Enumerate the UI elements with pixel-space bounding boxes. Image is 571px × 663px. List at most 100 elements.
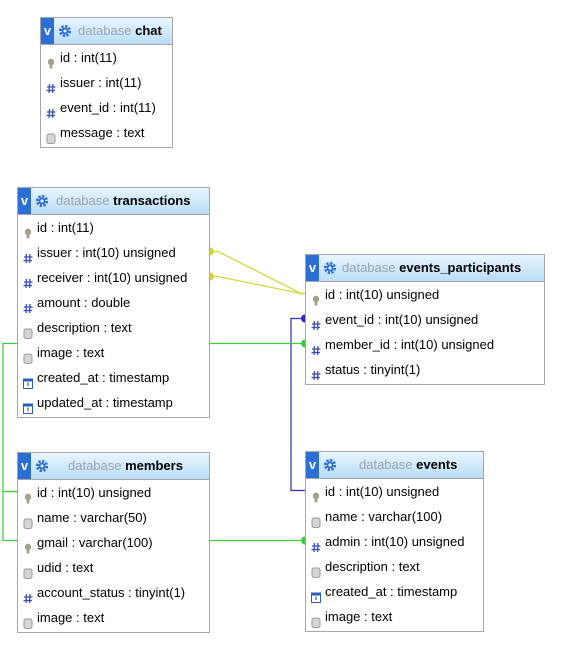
table-title: database events xyxy=(359,452,457,478)
table-transactions[interactable]: v database transactions id : int(11) issuer… xyxy=(17,187,210,418)
table-events[interactable]: v database events id : int(10) unsigned nam… xyxy=(305,451,484,632)
collapse-toggle-button[interactable]: v xyxy=(306,255,319,281)
text-icon xyxy=(23,562,33,579)
collapse-toggle-button[interactable]: v xyxy=(18,453,31,479)
hash-icon xyxy=(311,364,321,381)
field-label: description : text xyxy=(325,559,420,574)
hash-icon xyxy=(311,339,321,356)
field-label: id : int(11) xyxy=(37,220,94,235)
database-prefix: database xyxy=(342,260,396,275)
hash-icon xyxy=(23,247,33,264)
field-label: admin : int(10) unsigned xyxy=(325,534,465,549)
field-row[interactable]: message : text xyxy=(41,120,172,145)
text-icon xyxy=(46,127,56,144)
field-row[interactable]: name : varchar(100) xyxy=(306,504,483,529)
text-icon xyxy=(311,611,321,628)
field-row[interactable]: created_at : timestamp xyxy=(306,579,483,604)
field-label: issuer : int(11) xyxy=(60,75,142,90)
field-row[interactable]: event_id : int(10) unsigned xyxy=(306,307,544,332)
field-row[interactable]: issuer : int(10) unsigned xyxy=(18,240,209,265)
field-row[interactable]: status : tinyint(1) xyxy=(306,357,544,382)
text-icon xyxy=(23,347,33,364)
field-label: name : varchar(100) xyxy=(325,509,443,524)
field-row[interactable]: receiver : int(10) unsigned xyxy=(18,265,209,290)
field-row[interactable]: event_id : int(11) xyxy=(41,95,172,120)
field-label: event_id : int(10) unsigned xyxy=(325,312,479,327)
clock-icon xyxy=(23,397,33,414)
field-row[interactable]: id : int(10) unsigned xyxy=(306,282,544,307)
table-members[interactable]: v database members id : int(10) unsigned na… xyxy=(17,452,210,633)
relation-line xyxy=(210,275,305,295)
hash-icon xyxy=(46,102,56,119)
key-icon xyxy=(311,486,321,503)
hash-icon xyxy=(23,587,33,604)
field-label: id : int(10) unsigned xyxy=(325,484,440,499)
gear-icon[interactable] xyxy=(58,24,72,38)
field-row[interactable]: name : varchar(50) xyxy=(18,505,209,530)
field-row[interactable]: id : int(11) xyxy=(18,215,209,240)
field-label: image : text xyxy=(37,610,105,625)
field-row[interactable]: created_at : timestamp xyxy=(18,365,209,390)
field-label: id : int(10) unsigned xyxy=(37,485,152,500)
database-prefix: database xyxy=(78,23,132,38)
field-label: gmail : varchar(100) xyxy=(37,535,153,550)
table-title: database members xyxy=(68,453,183,479)
table-title: database chat xyxy=(78,18,162,44)
clock-icon xyxy=(23,372,33,389)
hash-icon xyxy=(311,536,321,553)
field-row[interactable]: udid : text xyxy=(18,555,209,580)
gear-icon[interactable] xyxy=(35,194,49,208)
field-row[interactable]: admin : int(10) unsigned xyxy=(306,529,483,554)
hash-icon xyxy=(46,77,56,94)
table-header[interactable]: v database chat xyxy=(41,18,172,45)
field-row[interactable]: updated_at : timestamp xyxy=(18,390,209,415)
field-label: id : int(11) xyxy=(60,50,117,65)
gear-icon[interactable] xyxy=(323,458,337,472)
table-header[interactable]: v database events xyxy=(306,452,483,479)
hash-icon xyxy=(23,297,33,314)
collapse-toggle-button[interactable]: v xyxy=(18,188,31,214)
field-row[interactable]: id : int(11) xyxy=(41,45,172,70)
key-icon xyxy=(46,52,56,69)
table-title: database transactions xyxy=(56,188,190,214)
collapse-toggle-button[interactable]: v xyxy=(41,18,54,44)
field-row[interactable]: id : int(10) unsigned xyxy=(18,480,209,505)
key-icon xyxy=(23,487,33,504)
table-name: members xyxy=(125,458,183,473)
field-row[interactable]: image : text xyxy=(18,340,209,365)
field-label: id : int(10) unsigned xyxy=(325,287,440,302)
table-header[interactable]: v database members xyxy=(18,453,209,480)
hash-icon xyxy=(23,272,33,289)
database-prefix: database xyxy=(68,458,122,473)
field-row[interactable]: description : text xyxy=(18,315,209,340)
table-name: transactions xyxy=(113,193,191,208)
field-row[interactable]: image : text xyxy=(306,604,483,629)
field-label: udid : text xyxy=(37,560,94,575)
field-row[interactable]: issuer : int(11) xyxy=(41,70,172,95)
hash-icon xyxy=(311,314,321,331)
field-label: created_at : timestamp xyxy=(325,584,458,599)
field-row[interactable]: amount : double xyxy=(18,290,209,315)
key-icon xyxy=(311,289,321,306)
field-row[interactable]: gmail : varchar(100) xyxy=(18,530,209,555)
field-row[interactable]: member_id : int(10) unsigned xyxy=(306,332,544,357)
field-row[interactable]: description : text xyxy=(306,554,483,579)
database-prefix: database xyxy=(56,193,110,208)
field-row[interactable]: id : int(10) unsigned xyxy=(306,479,483,504)
table-header[interactable]: v database events_participants xyxy=(306,255,544,282)
table-header[interactable]: v database transactions xyxy=(18,188,209,215)
field-label: message : text xyxy=(60,125,145,140)
gear-icon[interactable] xyxy=(323,261,337,275)
table-chat[interactable]: v database chat id : int(11) issuer : int(1… xyxy=(40,17,173,148)
text-icon xyxy=(23,612,33,629)
collapse-toggle-button[interactable]: v xyxy=(306,452,319,478)
field-label: status : tinyint(1) xyxy=(325,362,421,377)
table-name: events_participants xyxy=(399,260,522,275)
field-row[interactable]: image : text xyxy=(18,605,209,630)
field-label: created_at : timestamp xyxy=(37,370,170,385)
relation-line xyxy=(210,250,305,295)
gear-icon[interactable] xyxy=(35,459,49,473)
table-name: chat xyxy=(135,23,162,38)
field-row[interactable]: account_status : tinyint(1) xyxy=(18,580,209,605)
